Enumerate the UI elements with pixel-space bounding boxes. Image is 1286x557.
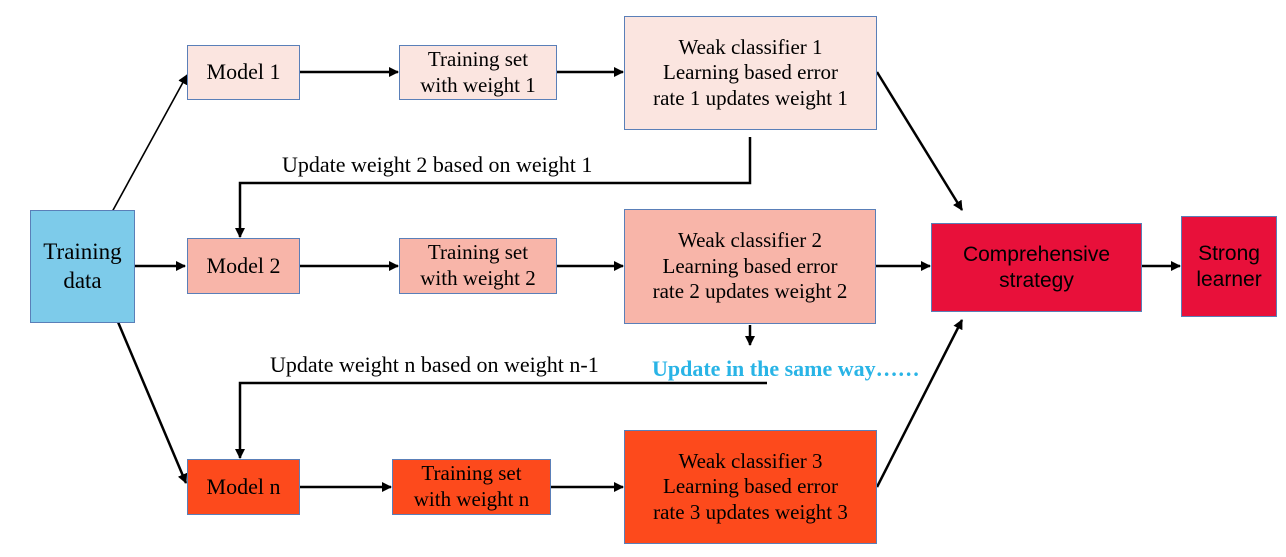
update-weight-2-label: Update weight 2 based on weight 1	[282, 152, 593, 177]
arrow-data-to-model-n	[116, 321, 188, 484]
weak-classifier-1-box: Weak classifier 1 Learning based error r…	[624, 16, 877, 130]
arrow-update-weight-n	[235, 381, 767, 459]
training-set-1-box: Training set with weight 1	[399, 45, 557, 100]
model-n-box: Model n	[187, 459, 300, 515]
arrow-data-to-model-1	[111, 74, 188, 213]
update-same-way-note: Update in the same way……	[652, 356, 920, 381]
update-weight-n-label: Update weight n based on weight n-1	[270, 352, 599, 377]
arrow-update-weight-2	[235, 137, 752, 238]
weak-classifier-3-box: Weak classifier 3 Learning based error r…	[624, 430, 877, 544]
training-set-2-box: Training set with weight 2	[399, 238, 557, 294]
arrow-classifier-1-to-strategy	[875, 71, 964, 211]
model-1-box: Model 1	[187, 45, 300, 100]
strong-learner-box: Strong learner	[1181, 216, 1277, 317]
arrow-classifier-3-to-strategy	[875, 319, 964, 488]
model-2-box: Model 2	[187, 238, 300, 294]
training-set-n-box: Training set with weight n	[392, 459, 551, 515]
comprehensive-strategy-box: Comprehensive strategy	[931, 223, 1142, 312]
training-data-box: Training data	[30, 210, 135, 323]
weak-classifier-2-box: Weak classifier 2 Learning based error r…	[624, 209, 876, 324]
